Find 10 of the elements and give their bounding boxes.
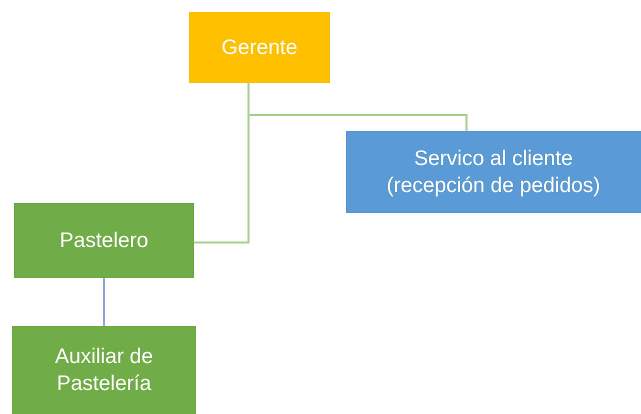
connector-line — [194, 83, 250, 244]
role-label: Servico al cliente (recepción de pedidos) — [386, 146, 602, 199]
org-box — [12, 326, 196, 414]
role-label: Auxiliar de Pastelería — [54, 344, 154, 397]
role-label: Pastelero — [60, 228, 148, 254]
org-box — [14, 203, 194, 278]
connector-line — [103, 278, 105, 326]
org-box — [346, 131, 641, 213]
org-box — [189, 12, 330, 83]
role-label: Gerente — [222, 34, 298, 61]
